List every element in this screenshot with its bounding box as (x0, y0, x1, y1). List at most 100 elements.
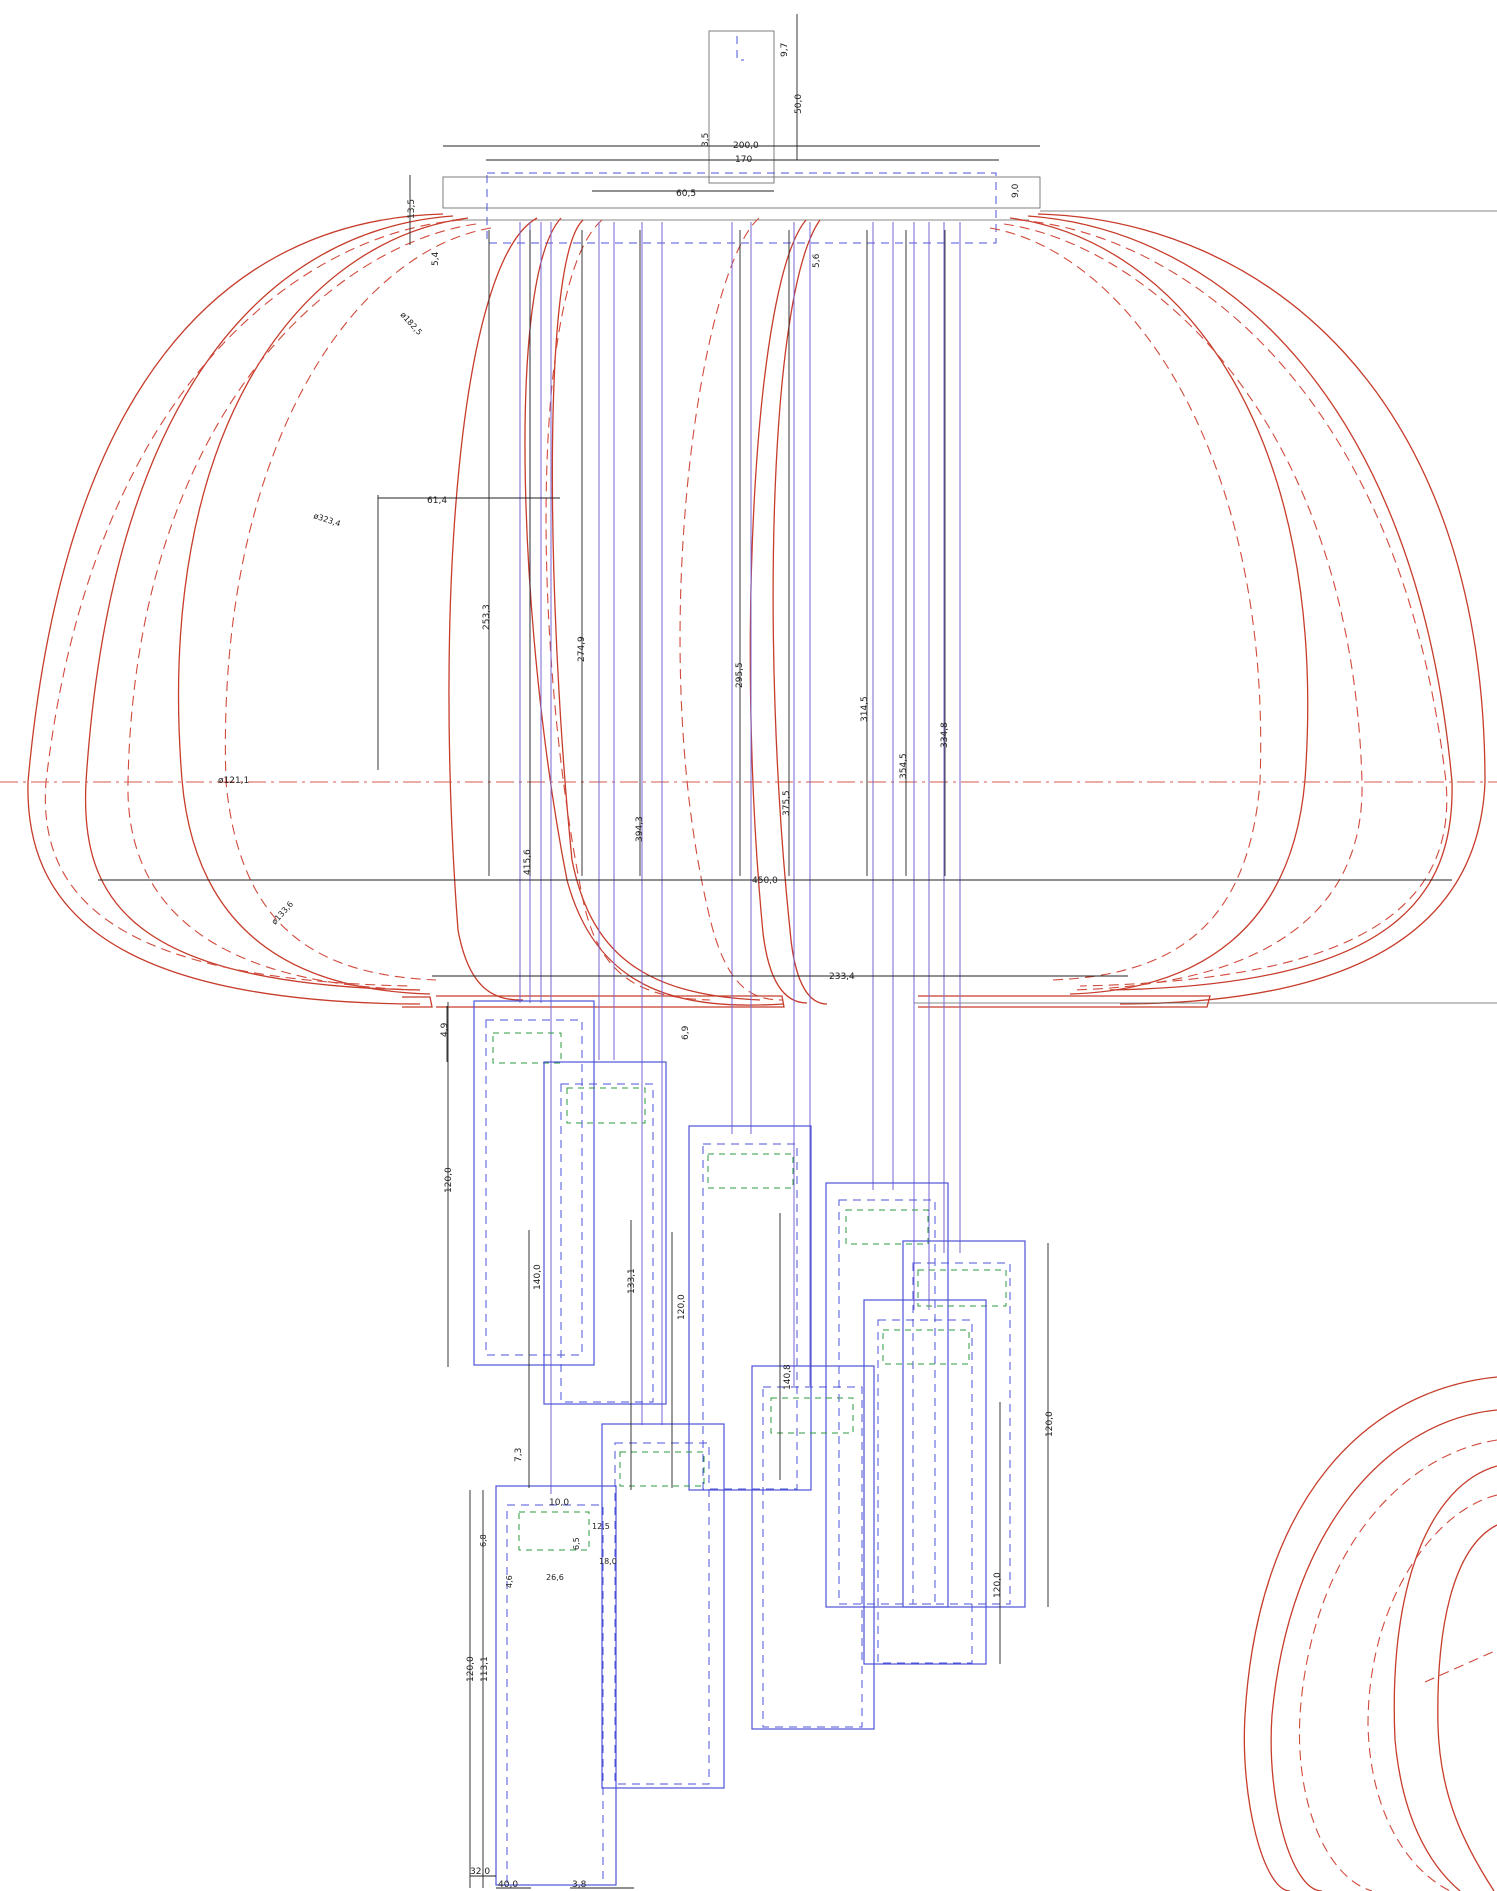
fragment-outer-1 (1243, 1376, 1497, 1891)
label-axis-offset: ø121,1 (218, 776, 249, 786)
label-bottom-32: 32,0 (470, 1867, 490, 1877)
label-inner-width: 170 (735, 155, 752, 165)
fragment-inner-2 (1437, 1524, 1497, 1891)
left-inner-shell-2 (177, 217, 469, 995)
label-small-18: 18,0 (599, 1557, 617, 1566)
center-mid-shell (524, 217, 784, 1006)
fragment-hidden-1 (1298, 1439, 1497, 1891)
pendant-box-i-connector (518, 1511, 590, 1551)
right-hidden-shell-3 (989, 227, 1262, 981)
label-bottom-3-8: 3,8 (572, 1880, 587, 1890)
label-opening-span: 233,4 (829, 972, 855, 982)
label-radius-lower: ø133,6 (270, 900, 295, 927)
left-outer-shell (27, 213, 444, 1005)
center-left-shell (448, 217, 538, 1001)
pendant-box-h-hidden (614, 1442, 710, 1785)
left-hidden-shell-2 (127, 223, 477, 991)
top-neck (708, 30, 775, 184)
label-334: 334,8 (940, 722, 950, 748)
label-314: 314,5 (860, 696, 870, 722)
pendant-box-e (902, 1240, 1026, 1608)
right-inner-shell-1 (1027, 215, 1453, 991)
pendant-box-a-connector (492, 1032, 562, 1064)
label-overall-span: 450,0 (752, 876, 778, 886)
fragment-hidden-2 (1367, 1494, 1497, 1891)
label-wall-gap: 3,5 (701, 133, 711, 147)
label-415: 415,6 (523, 849, 533, 875)
shell-lamp-body (0, 213, 1497, 1008)
pendant-boxes (473, 1000, 1026, 1886)
pendant-box-d-connector (845, 1209, 929, 1245)
label-outer-width: 200,0 (733, 141, 759, 151)
label-394: 394,3 (635, 816, 645, 842)
pendant-box-d (825, 1182, 949, 1608)
label-neck-depth: 60,5 (676, 189, 696, 199)
label-small-7-3: 7,3 (514, 1448, 524, 1462)
pendant-box-i-hidden (506, 1504, 604, 1886)
label-radius-upper: ø182,5 (399, 310, 424, 337)
label-pendant-113: 113,1 (480, 1656, 490, 1682)
label-small-6-5: 6,5 (572, 1537, 581, 1550)
label-horizontal-offset: 61,4 (427, 496, 447, 506)
left-bottom-lip (402, 996, 433, 1008)
label-pendant-lower-120: 120,0 (993, 1572, 1003, 1598)
pendant-box-h (601, 1423, 725, 1789)
label-pendant-140: 140,0 (533, 1264, 543, 1290)
left-hidden-shell-1 (44, 219, 463, 987)
right-inner-shell-2 (1009, 217, 1309, 995)
fragment-horizontal (1424, 1649, 1497, 1683)
label-gap-center: 5,6 (812, 253, 822, 268)
right-hidden-shell-1 (1017, 219, 1448, 987)
fragment-inner-1 (1393, 1465, 1497, 1891)
pendant-box-a (473, 1000, 595, 1366)
pendant-box-f-connector (882, 1329, 970, 1365)
pendant-box-b-hidden (560, 1083, 654, 1403)
label-shell-top: 13,5 (407, 199, 417, 219)
label-pendant-bottom-120: 120,0 (466, 1656, 476, 1682)
top-cap (442, 176, 1041, 209)
center-right-shell (749, 219, 808, 1004)
pendant-box-d-hidden (838, 1199, 936, 1605)
pendant-box-a-hidden (485, 1019, 583, 1356)
pendant-box-c-connector (707, 1153, 794, 1189)
pendant-box-b (543, 1061, 667, 1405)
label-375: 375,5 (782, 790, 792, 816)
pendant-box-f-hidden (877, 1319, 973, 1664)
label-354: 354,5 (899, 753, 909, 779)
center-mid-shell-2 (551, 219, 761, 1001)
pendant-box-b-connector (566, 1087, 646, 1124)
left-hidden-shell-3 (224, 227, 492, 981)
center-right-shell-2 (772, 219, 828, 1005)
label-ring-height: 9,0 (1011, 183, 1021, 198)
label-top-offset: 9,7 (780, 43, 790, 57)
label-pendant-133: 133,1 (627, 1268, 637, 1294)
pendant-box-f (863, 1299, 987, 1665)
right-hidden-shell-2 (1003, 223, 1363, 991)
pendant-box-e-connector (917, 1269, 1007, 1307)
right-outer-shell (1037, 213, 1486, 1005)
pendant-box-g-hidden (762, 1386, 863, 1728)
label-pendant-right-120: 120,0 (1045, 1411, 1055, 1437)
label-pendant-step: 6,9 (681, 1025, 691, 1040)
top-cap-hidden (486, 172, 997, 244)
label-small-4-6: 4,6 (505, 1575, 514, 1588)
label-pendant-top: 4,9 (440, 1022, 450, 1037)
pendant-box-i (495, 1485, 617, 1886)
label-neck-height: 50,0 (794, 94, 804, 114)
label-small-12-5: 12,5 (592, 1522, 610, 1531)
pendant-box-e-hidden (912, 1262, 1011, 1605)
top-neck-assembly (442, 30, 1497, 244)
pendant-box-g-connector (770, 1397, 854, 1434)
label-pendant-mid-120: 120,0 (677, 1294, 687, 1320)
label-274: 274,9 (577, 636, 587, 662)
right-bottom-lip (918, 995, 1211, 1008)
label-small-26-6: 26,6 (546, 1573, 564, 1582)
label-295: 295,5 (735, 662, 745, 688)
pendant-box-c-hidden (702, 1143, 798, 1490)
label-pendant-left-120: 120,0 (444, 1167, 454, 1193)
label-pendant-140-8: 140,8 (783, 1364, 793, 1390)
label-radius-mid: ø323,4 (312, 511, 341, 528)
left-inner-shell-1 (84, 215, 454, 991)
